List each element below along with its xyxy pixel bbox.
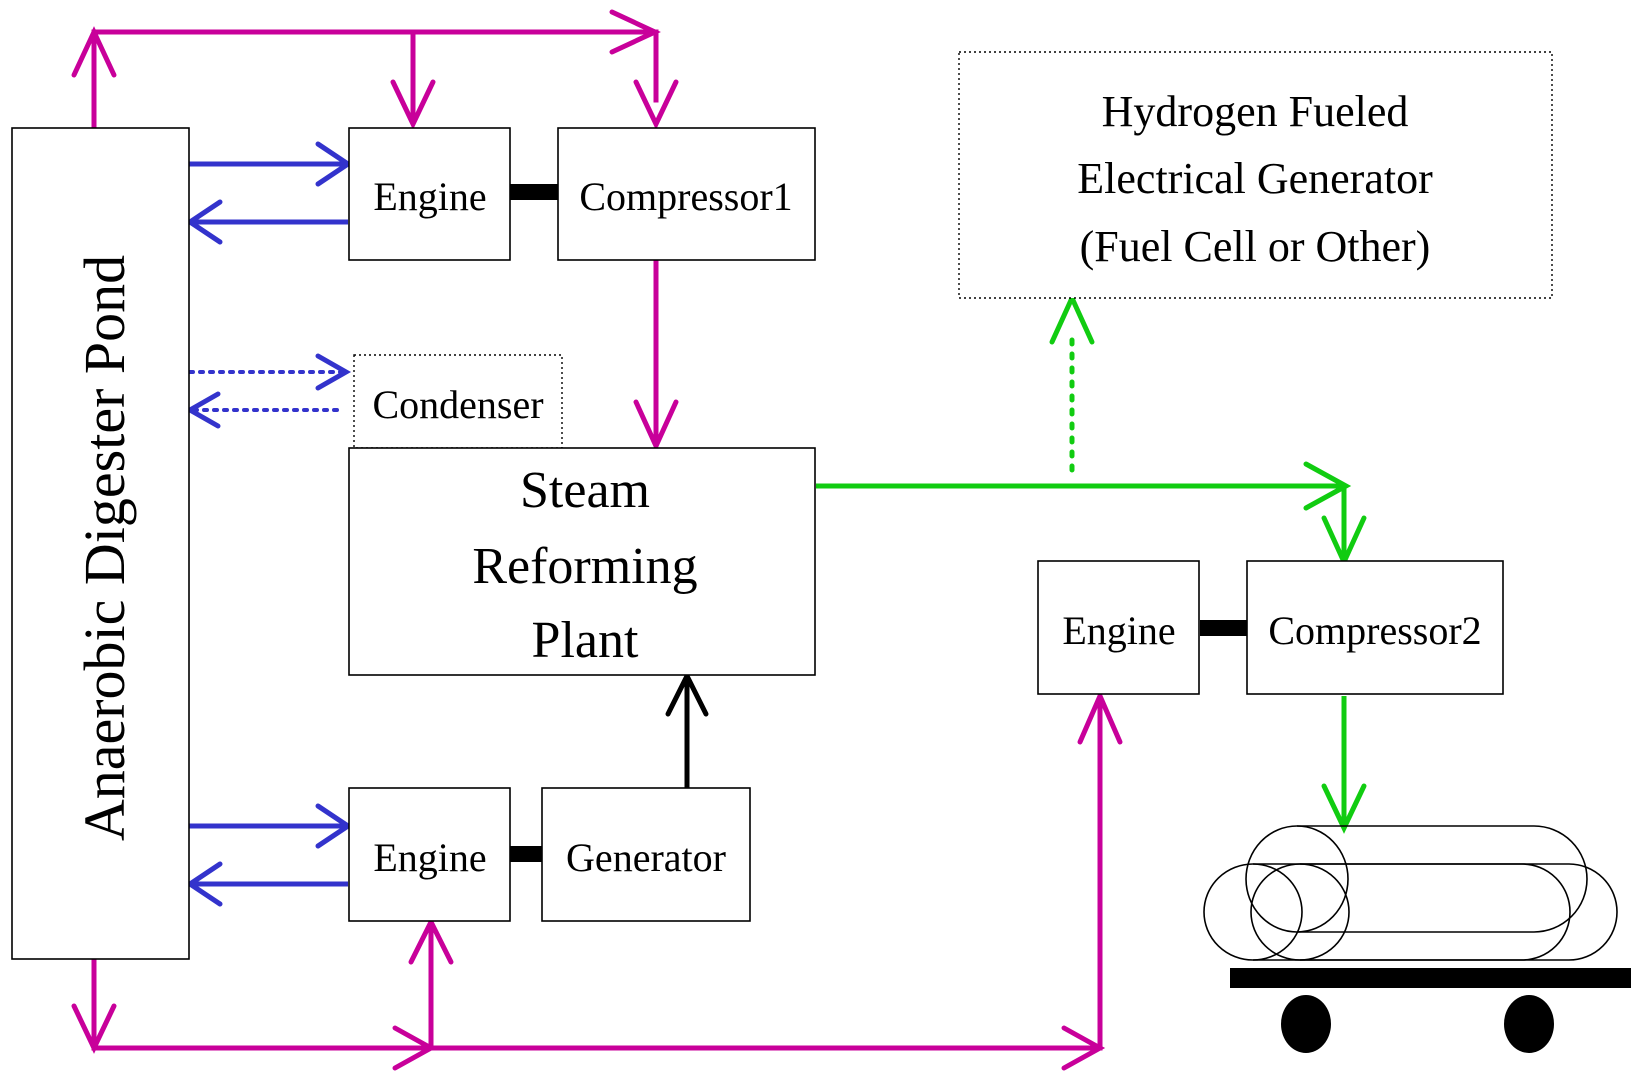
reformer-line-1: Steam: [520, 462, 650, 519]
engine-top-label: Engine: [373, 174, 486, 219]
cylinder-front: [1253, 863, 1571, 961]
fuel-gen-line-3: (Fuel Cell or Other): [1080, 222, 1431, 271]
engine-right: Engine: [1037, 560, 1200, 695]
water-flow-bottom-engine: [185, 803, 353, 907]
anaerobic-digester-pond: Anaerobic Digester Pond: [11, 127, 190, 960]
trailer-wheel-left: [1281, 995, 1331, 1053]
hydrogen-fuel-generator: Hydrogen Fueled Electrical Generator (Fu…: [958, 51, 1553, 299]
reformer-line-3: Plant: [532, 612, 639, 669]
condenser-label: Condenser: [372, 382, 543, 427]
engine-top: Engine: [348, 127, 511, 261]
shaft-coupling-top: [510, 184, 558, 200]
generator: Generator: [541, 787, 751, 922]
condenser: Condenser: [353, 354, 563, 449]
biogas-flow-bottom: [71, 689, 1123, 1071]
pond-label: Anaerobic Digester Pond: [72, 255, 137, 841]
compressor2-label: Compressor2: [1268, 608, 1481, 653]
water-flow-condenser: [184, 353, 352, 429]
biogas-flow-to-reformer: [633, 259, 679, 453]
generator-label: Generator: [566, 835, 726, 880]
engine-bottom: Engine: [348, 787, 511, 922]
cylinder-middle: [1300, 863, 1618, 961]
biogas-flow-top: [71, 9, 679, 130]
engine-right-label: Engine: [1062, 608, 1175, 653]
fuel-gen-line-2: Electrical Generator: [1077, 154, 1433, 203]
trailer-wheel-right: [1504, 995, 1554, 1053]
compressor2: Compressor2: [1246, 560, 1504, 695]
compressor1: Compressor1: [557, 127, 816, 261]
steam-reforming-plant: Steam Reforming Plant: [348, 447, 816, 676]
trailer-bed: [1230, 968, 1631, 988]
compressor1-label: Compressor1: [579, 174, 792, 219]
reformer-line-2: Reforming: [472, 538, 697, 595]
engine-bottom-label: Engine: [373, 835, 486, 880]
water-flow-top-engine: [185, 141, 353, 245]
power-link-generator-reformer: [665, 670, 709, 788]
shaft-coupling-bottom: [510, 846, 544, 862]
shaft-coupling-right: [1200, 620, 1248, 636]
fuel-gen-line-1: Hydrogen Fueled: [1102, 87, 1409, 136]
gas-cylinder-trailer: [1203, 825, 1631, 1053]
cylinder-back: [1297, 825, 1588, 933]
